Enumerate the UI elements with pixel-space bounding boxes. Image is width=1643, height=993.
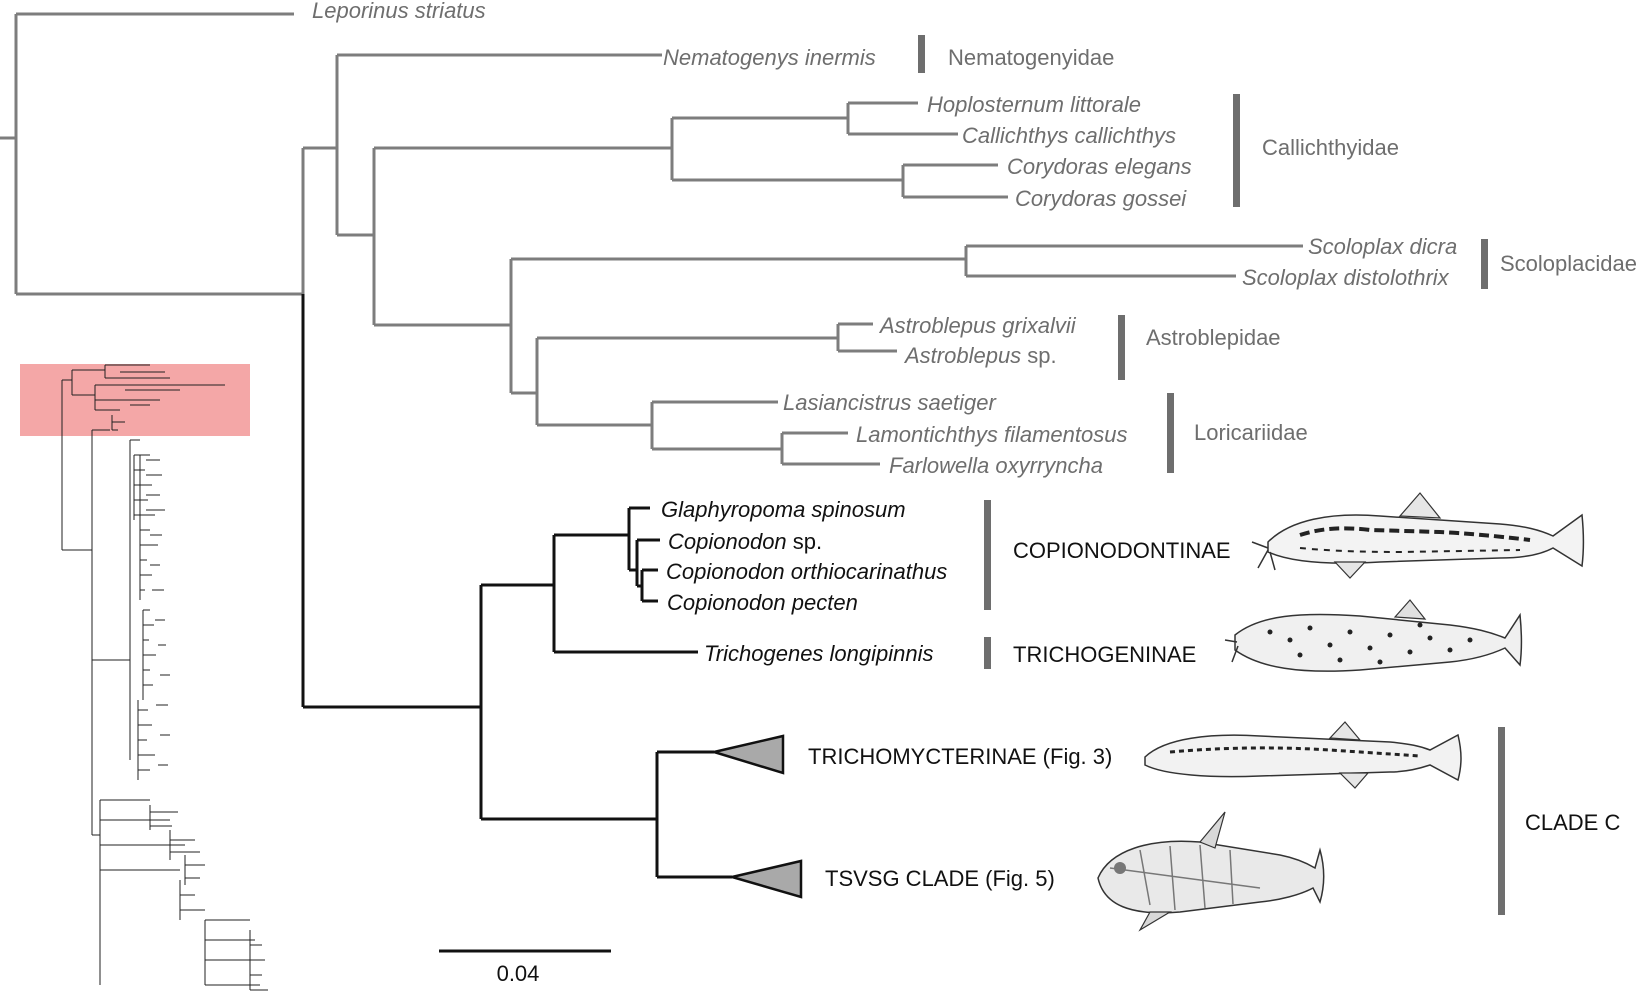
tip-copionodon-sp: Copionodon sp.	[668, 529, 822, 554]
bracket-copionodontinae	[984, 500, 991, 610]
collapsed-label-trichomycterinae: TRICHOMYCTERINAE (Fig. 3)	[808, 744, 1112, 769]
tip-astroblepus-sp: Astroblepus sp.	[903, 343, 1057, 368]
bracket-nematogenyidae	[918, 35, 925, 73]
bracket-astroblepidae	[1118, 315, 1125, 380]
tip-lamontichthys-filamentosus: Lamontichthys filamentosus	[856, 422, 1127, 447]
family-brackets: Nematogenyidae Callichthyidae Scoloplaci…	[918, 35, 1637, 915]
tip-glaphyropoma-spinosum: Glaphyropoma spinosum	[661, 497, 906, 522]
collapsed-label-tsvsg: TSVSG CLADE (Fig. 5)	[825, 866, 1055, 891]
overview-tree-lines	[61, 364, 268, 991]
tip-astroblepus-sp-suffix: sp.	[1021, 343, 1056, 368]
family-astroblepidae: Astroblepidae	[1146, 325, 1281, 350]
tip-astroblepus-sp-genus: Astroblepus	[903, 343, 1021, 368]
family-loricariidae: Loricariidae	[1194, 420, 1308, 445]
family-trichogeninae: TRICHOGENINAE	[1013, 642, 1196, 667]
scale-bar-label: 0.04	[497, 961, 540, 986]
tip-copionodon-orthiocarinathus: Copionodon orthiocarinathus	[666, 559, 947, 584]
tip-callichthys-callichthys: Callichthys callichthys	[962, 123, 1176, 148]
outgroup-branches	[0, 12, 1303, 466]
tsvsg-collapsed-triangle	[727, 859, 803, 899]
bracket-callichthyidae	[1233, 94, 1240, 207]
family-copionodontinae: COPIONODONTINAE	[1013, 538, 1231, 563]
bracket-loricariidae	[1167, 393, 1174, 473]
tip-scoloplax-distolothrix: Scoloplax distolothrix	[1242, 265, 1450, 290]
bracket-clade-c	[1498, 727, 1505, 915]
family-nematogenyidae: Nematogenyidae	[948, 45, 1114, 70]
ingroup-tip-labels: Glaphyropoma spinosum Copionodon sp. Cop…	[661, 497, 1112, 891]
tip-copionodon-pecten: Copionodon pecten	[667, 590, 858, 615]
family-callichthyidae: Callichthyidae	[1262, 135, 1399, 160]
tip-corydoras-gossei: Corydoras gossei	[1015, 186, 1187, 211]
trichomycterinae-collapsed-triangle	[709, 734, 785, 775]
tip-nematogenys-inermis: Nematogenys inermis	[663, 45, 876, 70]
family-scoloplacidae: Scoloplacidae	[1500, 251, 1637, 276]
outgroup-tip-labels: Leporinus striatus Nematogenys inermis H…	[312, 0, 1457, 478]
ingroup-branches	[301, 294, 803, 899]
fish-illustration-trichogenes	[1224, 599, 1523, 672]
tip-copionodon-sp-suffix: sp.	[787, 529, 822, 554]
tip-copionodon-sp-genus: Copionodon	[668, 529, 787, 554]
overview-thumbnail	[20, 364, 268, 991]
bracket-scoloplacidae	[1481, 239, 1488, 289]
scale-bar: 0.04	[439, 949, 611, 986]
tip-lasiancistrus-saetiger: Lasiancistrus saetiger	[783, 390, 997, 415]
fish-illustration-copionodon	[1251, 492, 1585, 579]
family-clade-c: CLADE C	[1525, 810, 1620, 835]
fish-illustration-tsvsg	[1097, 811, 1325, 932]
fish-illustration-trichomycterinae	[1144, 721, 1462, 789]
bracket-trichogeninae	[984, 637, 991, 669]
tip-farlowella-oxyrryncha: Farlowella oxyrryncha	[889, 453, 1103, 478]
tip-corydoras-elegans: Corydoras elegans	[1007, 154, 1192, 179]
tip-trichogenes-longipinnis: Trichogenes longipinnis	[704, 641, 934, 666]
tip-leporinus-striatus: Leporinus striatus	[312, 0, 486, 23]
tip-astroblepus-grixalvii: Astroblepus grixalvii	[878, 313, 1077, 338]
tip-scoloplax-dicra: Scoloplax dicra	[1308, 234, 1457, 259]
tip-hoplosternum-littorale: Hoplosternum littorale	[927, 92, 1141, 117]
